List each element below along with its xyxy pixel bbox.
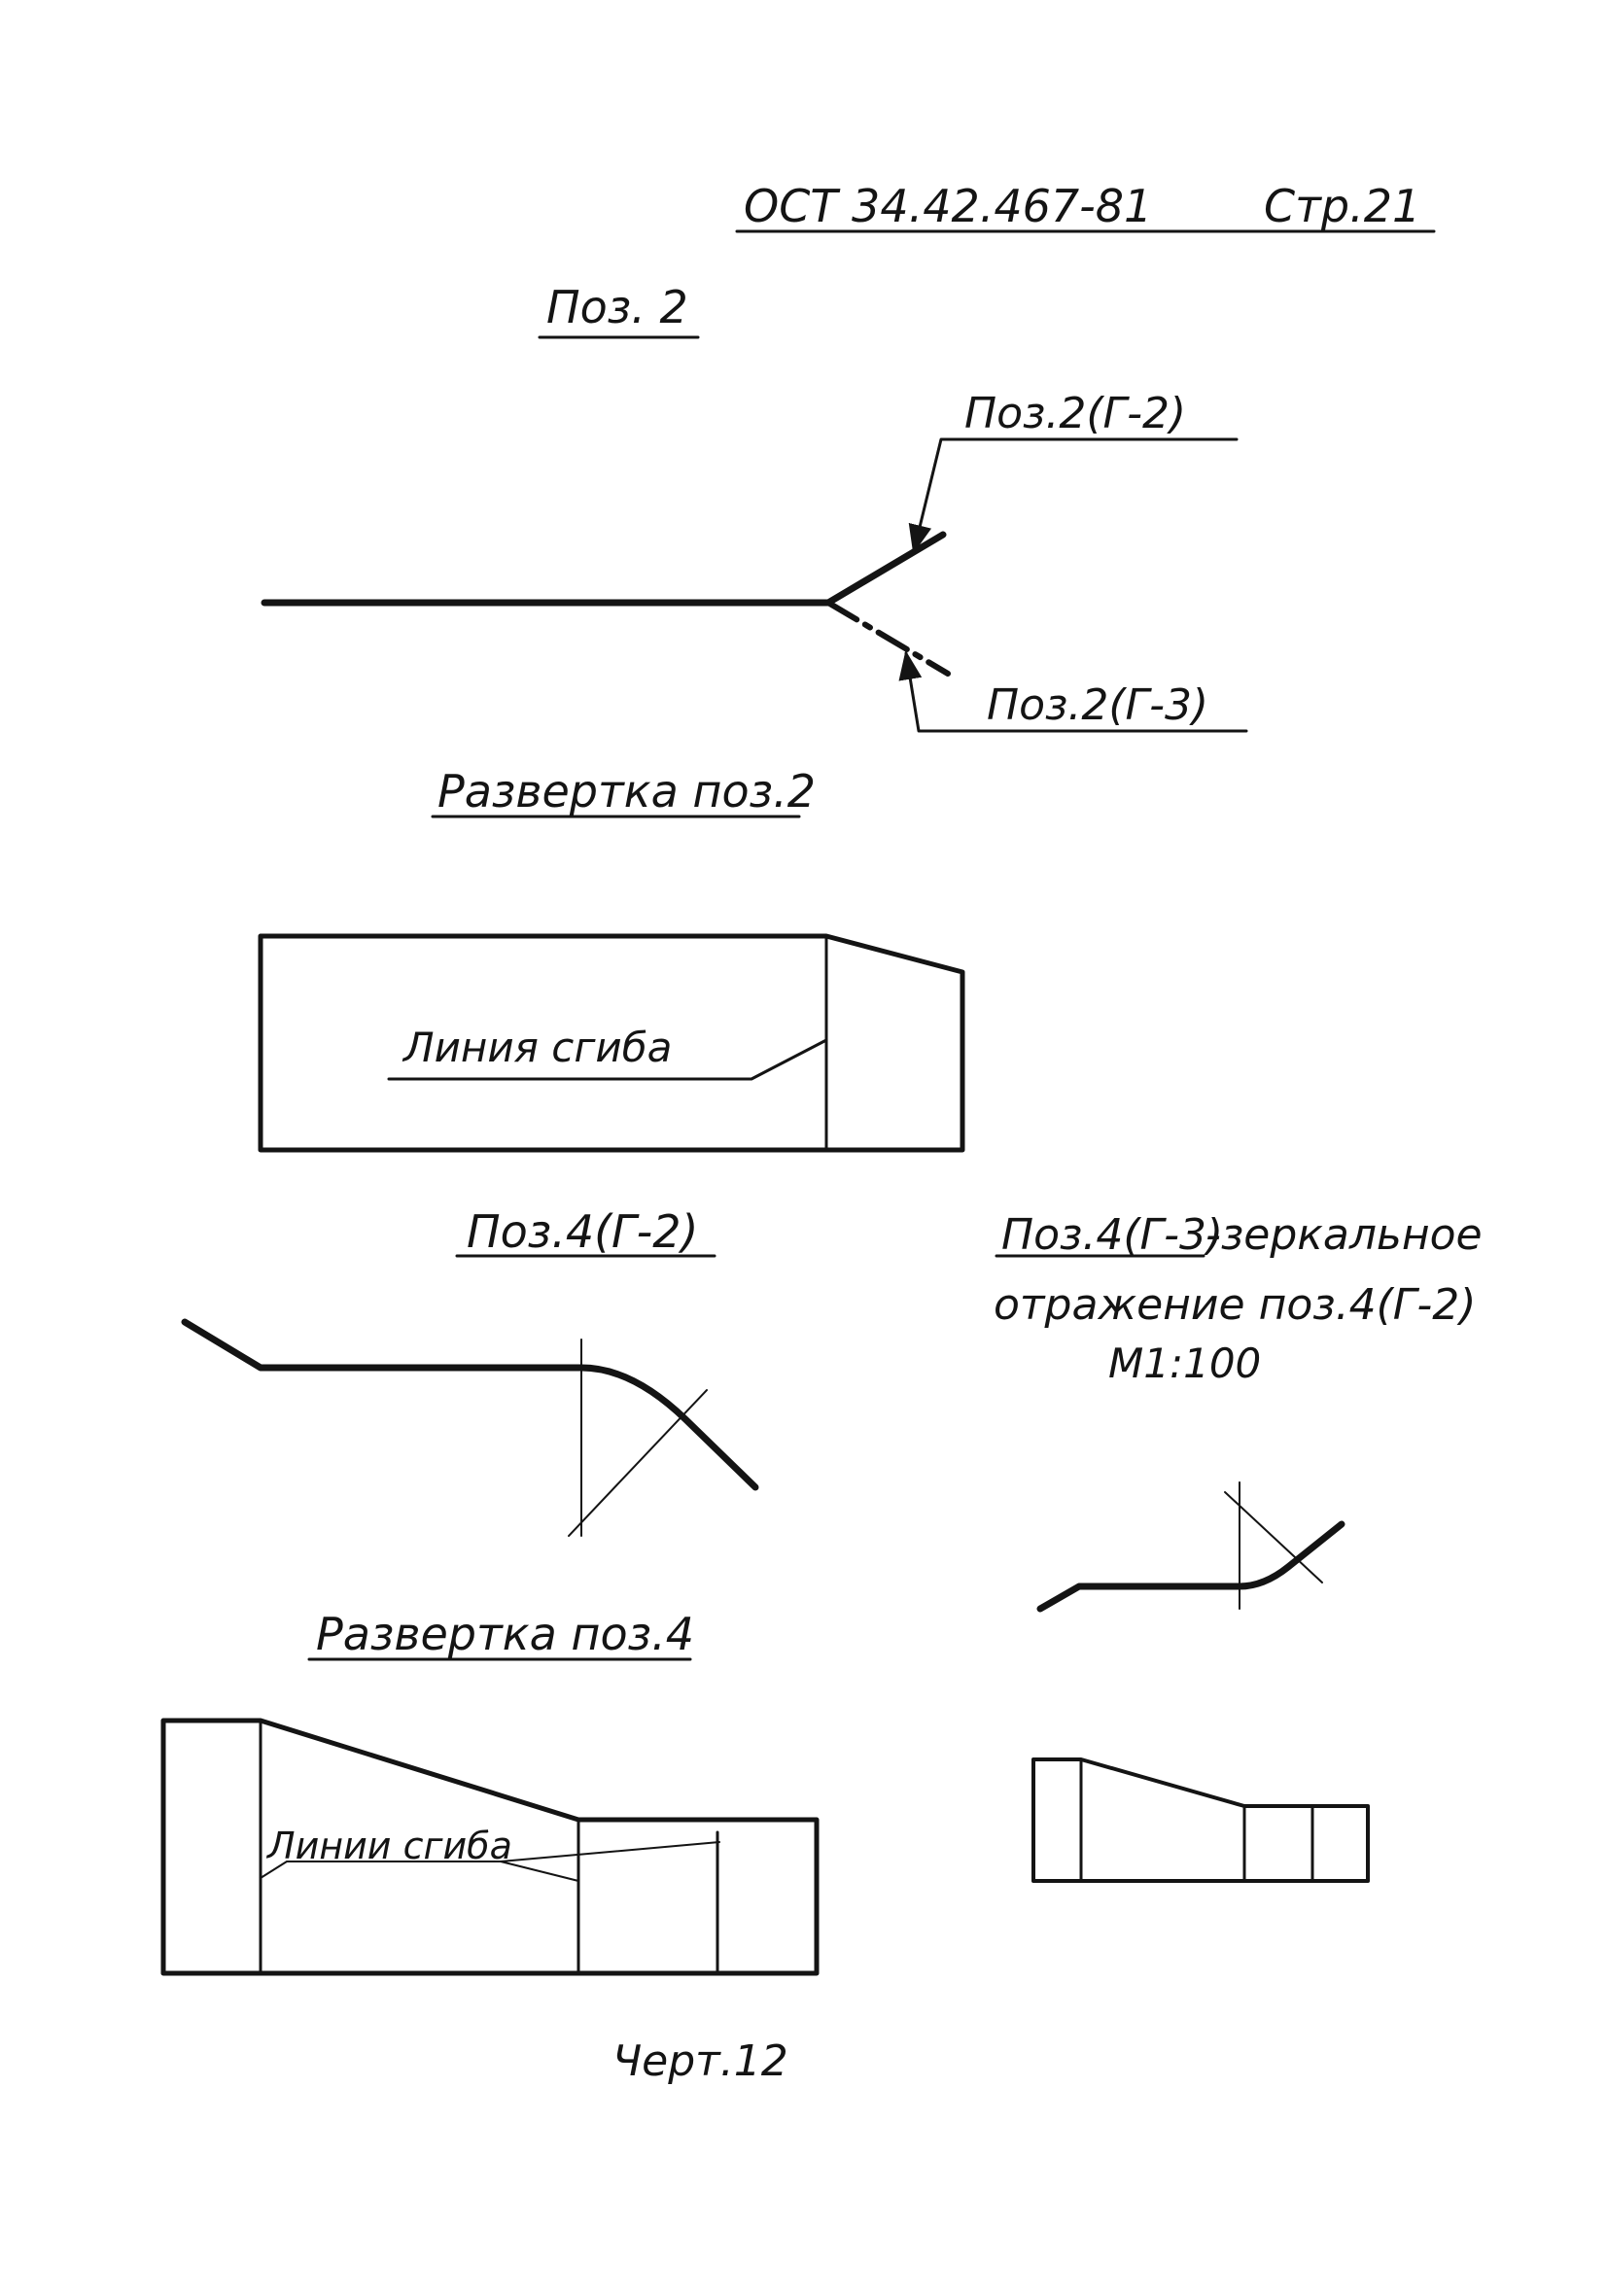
pos4-g2-profile: [181, 1318, 759, 1491]
pos4-g3-section: Поз.4(Г-3) -зеркальное отражение поз.4(Г…: [994, 1210, 1483, 1613]
pos2-mirror-branch: [825, 600, 951, 677]
pos4-g3-title-suffix: -зеркальное: [1205, 1210, 1483, 1260]
razvertka2-title: Развертка поз.2: [437, 765, 816, 818]
pos2-g3-label: Поз.2(Г-3): [987, 680, 1208, 730]
pos2-section: Поз. 2 Поз.2(Г-2) Поз.2(Г-3): [261, 281, 1248, 733]
razvertka2-outline: [258, 933, 965, 1153]
pos4-g3-profile: [1036, 1520, 1345, 1613]
standard-number: ОСТ 34.42.467-81: [744, 180, 1152, 232]
pos2-g3-leader: [898, 650, 1248, 733]
pos2-title: Поз. 2: [546, 281, 688, 333]
razvertka2-bend-label: Линия сгиба: [402, 1024, 672, 1071]
header: ОСТ 34.42.467-81 Стр.21: [735, 180, 1436, 233]
pos4-g2-diagonal-construction: [568, 1389, 708, 1537]
pos4-g3-line2: отражение поз.4(Г-2): [994, 1280, 1476, 1330]
razvertka2-section: Развертка поз.2 Линия сгиба: [258, 765, 965, 1153]
razvertka2-bend-leader: [387, 1038, 828, 1081]
razvertka4-title: Развертка поз.4: [316, 1608, 694, 1660]
pos4-g3-scale: М1:100: [1108, 1339, 1261, 1387]
page-number: Стр.21: [1264, 180, 1420, 232]
pos4-g2-title: Поз.4(Г-2): [467, 1205, 698, 1258]
razvertka4-section: Развертка поз.4 Линии сгиба: [160, 1608, 1370, 1976]
razvertka4-bend-leader-2: [500, 1841, 720, 1862]
pos4-g2-section: Поз.4(Г-2): [181, 1205, 759, 1537]
pos2-profile-line: [261, 531, 947, 607]
razvertka4-small-outline: [1031, 1757, 1370, 1883]
razvertka4-bend-label: Линии сгиба: [265, 1825, 512, 1867]
pos2-g2-label: Поз.2(Г-2): [964, 389, 1186, 438]
pos4-g3-diagonal-construction: [1224, 1491, 1323, 1583]
pos4-g3-title: Поз.4(Г-3): [1001, 1210, 1223, 1260]
figure-caption: Черт.12: [612, 2036, 788, 2086]
pos2-g2-leader: [908, 437, 1239, 554]
razvertka4-bend-leader-1: [260, 1861, 579, 1882]
